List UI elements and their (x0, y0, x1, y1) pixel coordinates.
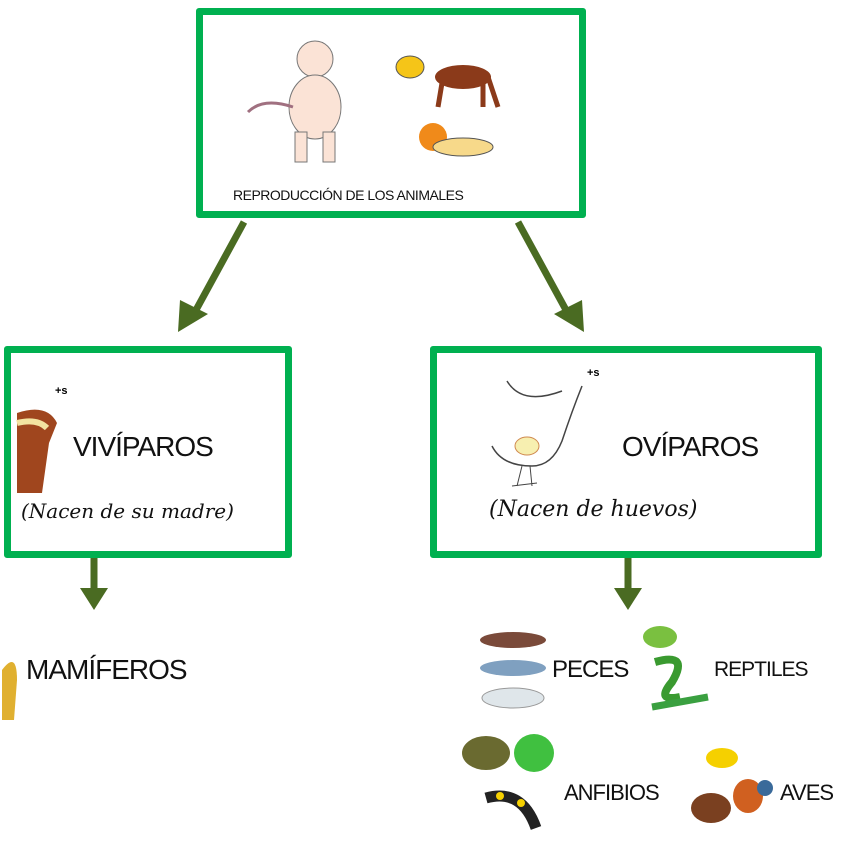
arrow-head (178, 300, 208, 332)
hen-egg-illustration (491, 380, 583, 487)
oviparos-subtitle: (Nacen de huevos) (489, 497, 698, 522)
root-node: REPRODUCCIÓN DE LOS ANIMALES (196, 8, 586, 218)
group-anfibios: ANFIBIOS (564, 780, 660, 805)
bird-icon (691, 748, 773, 823)
arrow-head (80, 588, 108, 610)
viviparos-plural-mark: +s (55, 385, 68, 397)
group-aves: AVES (780, 780, 834, 805)
mammal-mother-illustration (16, 409, 57, 493)
arrow-head (554, 300, 584, 332)
fish-icon (480, 632, 546, 709)
arrow-to-viviparos (192, 220, 248, 312)
group-mamiferos: MAMÍFEROS (26, 654, 188, 685)
baby-illustration (246, 40, 342, 163)
arrow-to-oviparos (514, 220, 570, 312)
oviparos-plural-mark: +s (587, 367, 600, 379)
oviparos-title: OVÍPAROS (622, 431, 759, 462)
viviparos-node: +s VIVÍPAROS (Nacen de su madre) (4, 346, 292, 558)
root-title: REPRODUCCIÓN DE LOS ANIMALES (233, 187, 464, 203)
group-peces: PECES (552, 656, 629, 683)
reptile-icon (643, 626, 709, 711)
viviparos-title: VIVÍPAROS (73, 431, 214, 462)
arrow-head (614, 588, 642, 610)
animals-illustration (395, 55, 501, 157)
oviparos-node: +s OVÍPAROS (Nacen de huevos) (430, 346, 822, 558)
viviparos-subtitle: (Nacen de su madre) (21, 499, 234, 523)
mammal-icon (2, 662, 17, 720)
group-reptiles: REPTILES (714, 658, 809, 681)
amphibian-icon (462, 734, 554, 831)
